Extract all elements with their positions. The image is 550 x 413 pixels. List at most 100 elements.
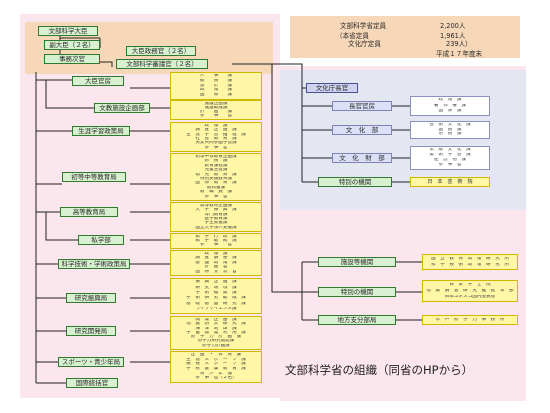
staff-line1-value: 2,200人 bbox=[440, 22, 466, 30]
staff-line3-label: 文化庁定員 bbox=[348, 40, 381, 48]
division-item: 高等教育企画課 bbox=[199, 204, 233, 208]
division-item: 国 際 課 bbox=[199, 93, 233, 98]
division-item: 国 際 交 流 官 bbox=[195, 269, 237, 274]
division-list-9: 企 画 ・ 体 育 課生 涯 ス ポ ー ツ 課競 技 ス ポ ー ツ 課学 校… bbox=[170, 351, 262, 383]
cultural-special-item: 日 本 芸 術 院 bbox=[410, 177, 490, 187]
staff-line4: 平成１７年度末 bbox=[436, 50, 483, 58]
deputy-minister-node: 文部科学審議官（２名） bbox=[116, 59, 208, 69]
division-item: 宇 宙 開 発 利 用 課 bbox=[186, 330, 246, 335]
division-item: 会 計 課 bbox=[199, 83, 233, 88]
cultural-division-node-1: 文 化 部 bbox=[332, 125, 392, 135]
division-item: 計 画 課 bbox=[199, 110, 233, 114]
vice-ministers-label: 副大臣（２名） bbox=[49, 40, 95, 49]
bureau-label-4: 高等教育局 bbox=[72, 207, 106, 216]
division-list-4: 高等教育企画課大 学 振 興 課専門教育課医学教育課学生支援課国立大学法人支援課 bbox=[170, 202, 262, 232]
division-item: 学 校 健 康 教 育 課 bbox=[186, 367, 246, 371]
division-item: 調 査 企 画 課 bbox=[195, 128, 237, 133]
vice-minister-admin-label: 事務次官 bbox=[59, 54, 85, 63]
cultural-special-item-label: 日 本 芸 術 院 bbox=[427, 178, 473, 185]
division-item: 振 興 企 画 課 bbox=[195, 280, 237, 285]
bureau-node-1: 文教施設企画部 bbox=[94, 103, 150, 113]
division-item: 競 技 ス ポ ー ツ 課 bbox=[186, 362, 246, 367]
bureau-label-1: 文教施設企画部 bbox=[99, 103, 145, 112]
external-node-0: 施設等機関 bbox=[318, 257, 396, 267]
bureau-node-9: スポーツ・青少年局 bbox=[58, 357, 124, 367]
division-item: 財 務 課 bbox=[204, 159, 228, 164]
division-item: 日 本 学 士 院 bbox=[449, 282, 491, 287]
division-item: 日本ユネスコ国内委員会 bbox=[444, 294, 496, 299]
minister-node: 文部科学大臣 bbox=[38, 26, 98, 36]
division-item: 初等中等教育企画課 bbox=[195, 155, 237, 159]
bureau-label-8: 研究開発局 bbox=[74, 326, 108, 335]
division-item: 研 究 環 境 課 bbox=[195, 285, 237, 290]
division-item: 政 策 課 bbox=[438, 98, 462, 103]
division-item: 国立大学法人支援課 bbox=[195, 225, 237, 230]
external-list-2: 水 戸 原 子 力 事 務 所 bbox=[422, 315, 518, 325]
division-item: 原 子 力 計 画 課 bbox=[190, 335, 242, 340]
cultural-division-node-2: 文 化 財 部 bbox=[332, 153, 392, 163]
division-list-5: 私 学 行 政 課私 学 助 成 課参 事 官 bbox=[170, 233, 262, 249]
division-item: 教 職 員 課 bbox=[199, 190, 233, 195]
vice-minister-admin-node: 事務次官 bbox=[44, 54, 100, 64]
bureau-node-6: 科学技術・学術政策局 bbox=[58, 259, 130, 269]
bureau-node-8: 研究開発局 bbox=[66, 326, 116, 336]
division-list-1: 施設企画課施設助成課計 画 課参 事 官 bbox=[170, 100, 262, 120]
cultural-special-label: 特別の機関 bbox=[338, 177, 372, 186]
division-item: 海 洋 地 球 課 bbox=[195, 326, 237, 331]
bureau-node-3: 初等中等教育局 bbox=[62, 172, 126, 182]
international-node: 国際統括官 bbox=[66, 378, 118, 388]
division-item: 基 礎 基 盤 研 究 課 bbox=[186, 301, 246, 306]
division-item: 児童生徒課 bbox=[204, 168, 228, 173]
division-item: 参 事 官 bbox=[199, 243, 233, 247]
bureau-label-3: 初等中等教育局 bbox=[71, 172, 117, 181]
division-item: 教科書課 bbox=[206, 185, 226, 190]
division-item: 芸 術 文 化 課 bbox=[429, 123, 471, 128]
division-item: 生 涯 学 習 推 進 課 bbox=[186, 132, 246, 137]
division-item: 学 術 研 究 助 成 課 bbox=[186, 296, 246, 301]
division-list-2: 政 策 課調 査 企 画 課生 涯 学 習 推 進 課社 会 教 育 課男女共同… bbox=[170, 122, 262, 152]
division-item: 施設助成課 bbox=[204, 106, 228, 110]
cultural-agency-node: 文化庁長官 bbox=[306, 83, 358, 93]
division-item: 幼 児 教 育 課 bbox=[195, 172, 237, 177]
division-item: 専門教育課 bbox=[204, 212, 228, 217]
division-item: 医学教育課 bbox=[204, 216, 228, 221]
external-node-2: 地方支分部局 bbox=[318, 315, 396, 325]
bureau-node-4: 高等教育局 bbox=[60, 207, 118, 217]
minister-label: 文部科学大臣 bbox=[48, 26, 88, 35]
division-item: 伝 統 文 化 課 bbox=[429, 148, 471, 153]
division-list-7: 振 興 企 画 課研 究 環 境 課学 術 機 関 課学 術 研 究 助 成 課… bbox=[170, 278, 262, 314]
cultural-division-label-1: 文 化 部 bbox=[345, 125, 379, 134]
division-item: 原子力計画課 bbox=[202, 343, 230, 348]
division-item: 美 術 学 芸 課 bbox=[429, 153, 471, 158]
bureau-node-5: 私学部 bbox=[78, 235, 124, 245]
cultural-special-node: 特別の機関 bbox=[318, 177, 392, 187]
international-label: 国際統括官 bbox=[75, 378, 109, 387]
division-item: 開 発 企 画 課 bbox=[195, 318, 237, 322]
bureau-node-0: 大臣官房 bbox=[72, 76, 124, 86]
bureau-label-6: 科学技術・学術政策局 bbox=[61, 259, 127, 268]
bureau-label-9: スポーツ・青少年局 bbox=[61, 357, 121, 366]
division-item: 参 事 官 bbox=[204, 194, 228, 199]
vice-ministers-node: 副大臣（２名） bbox=[44, 40, 100, 50]
division-item: 教育課程課 bbox=[204, 163, 228, 168]
bureau-label-2: 生涯学習政策局 bbox=[78, 126, 124, 135]
division-item: 国 際 教 育 課 bbox=[195, 181, 237, 186]
division-item: ライフサイエンス課 bbox=[195, 307, 237, 311]
staff-info-panel bbox=[290, 16, 520, 58]
external-list-1: 日 本 学 士 院地 震 調 査 研 究 推 進 本 部日本ユネスコ国内委員会 bbox=[422, 280, 518, 302]
division-item: 宗 務 課 bbox=[438, 132, 462, 137]
division-item: 参 事 官 bbox=[199, 114, 233, 118]
bureau-label-0: 大臣官房 bbox=[85, 76, 111, 85]
division-item: 学 術 機 関 課 bbox=[195, 291, 237, 296]
cultural-division-label-0: 長官官房 bbox=[349, 101, 375, 110]
division-item: 原子力研究開発課 bbox=[197, 339, 235, 344]
staff-line2-label: （本省定員 bbox=[336, 32, 369, 40]
staff-line3-value: 239人） bbox=[446, 40, 472, 48]
division-item: 参 事 官 bbox=[204, 145, 228, 150]
division-item: 男女共同参画学習課 bbox=[195, 141, 237, 146]
staff-line1-label: 文部科学省定員 bbox=[340, 22, 387, 30]
division-item: 青 少 年 課 bbox=[199, 371, 233, 376]
division-item: 地 震 防 災 研 究 課 bbox=[186, 322, 246, 327]
division-item: 政 策 課 bbox=[204, 252, 228, 256]
cultural-division-list-2: 伝 統 文 化 課美 術 学 芸 課記 念 物 課参 事 官 bbox=[410, 146, 490, 170]
